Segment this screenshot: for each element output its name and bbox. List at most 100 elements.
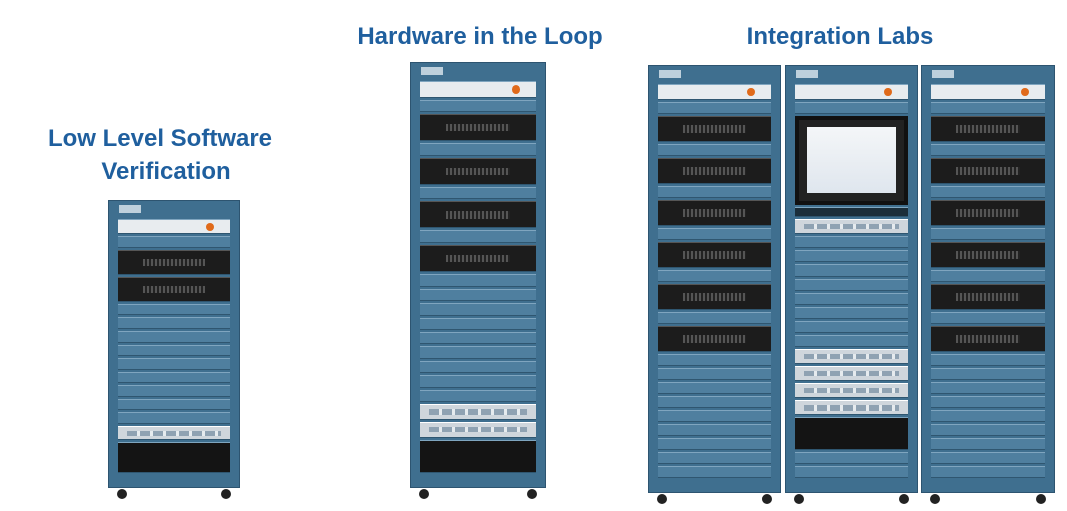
rack-unit (931, 228, 1045, 240)
rack-unit (420, 230, 536, 243)
rack-unit (795, 236, 908, 249)
rack-unit (931, 158, 1045, 184)
rack-unit (420, 375, 536, 388)
rack-unit (931, 438, 1045, 450)
title-integration-labs: Integration Labs (746, 23, 934, 50)
caster-wheel-icon (899, 494, 909, 504)
title-hardware-in-the-loop: Hardware in the Loop (357, 23, 603, 50)
rack-unit (658, 270, 771, 282)
rack-unit (118, 317, 230, 329)
rack-integration-1 (648, 65, 781, 504)
rack-unit (658, 312, 771, 324)
rack-unit (420, 186, 536, 200)
rack-unit (658, 438, 771, 450)
rack-unit (931, 144, 1045, 156)
rack-unit (795, 250, 908, 263)
rack-unit (658, 396, 771, 408)
rack-unit (931, 396, 1045, 408)
rack-unit (931, 452, 1045, 464)
rack-integration-2 (785, 65, 918, 504)
rack-unit (931, 284, 1045, 310)
rack-unit (931, 368, 1045, 380)
rack-unit (420, 288, 536, 302)
rack-unit (795, 451, 908, 464)
caster-wheel-icon (117, 489, 127, 499)
rack-unit (658, 228, 771, 240)
rack-unit (931, 354, 1045, 366)
rack-unit (795, 102, 908, 115)
rack-unit (658, 354, 771, 366)
rack-unit (795, 278, 908, 291)
rack-unit (795, 207, 908, 218)
caster-wheel-icon (794, 494, 804, 504)
rack-unit (931, 84, 1045, 100)
rack-unit (658, 382, 771, 394)
rack-unit (420, 99, 536, 113)
rack-unit (420, 421, 536, 438)
rack-unit (118, 385, 230, 397)
caster-wheel-icon (419, 489, 429, 499)
rack-bay (931, 84, 1045, 478)
rack-unit (795, 320, 908, 333)
ups-unit (118, 442, 230, 474)
rack-unit (795, 348, 908, 365)
rack-unit (118, 219, 230, 235)
brand-logo (421, 67, 443, 75)
rack-unit (795, 292, 908, 305)
rack-unit (795, 465, 908, 478)
rack-unit (420, 303, 536, 316)
rack-unit (658, 102, 771, 114)
ups-unit (795, 417, 908, 450)
rack-unit (420, 81, 536, 98)
rack-unit (795, 334, 908, 347)
rack-unit (658, 158, 771, 184)
brand-logo (119, 205, 141, 213)
rack-unit (658, 284, 771, 310)
rack-unit (118, 249, 230, 275)
rack-unit (420, 114, 536, 142)
rack-unit (931, 466, 1045, 478)
rack-unit (118, 425, 230, 441)
rack-unit (658, 368, 771, 380)
rack-unit (795, 400, 908, 416)
rack-unit (420, 157, 536, 185)
rack-unit (931, 116, 1045, 142)
rack-unit (118, 344, 230, 357)
rack-unit (931, 186, 1045, 198)
rack-low-level (108, 200, 240, 499)
rack-unit (795, 264, 908, 277)
rack-unit (931, 200, 1045, 226)
rack-unit (118, 412, 230, 424)
caster-wheel-icon (930, 494, 940, 504)
rack-unit (118, 371, 230, 384)
caster-wheel-icon (762, 494, 772, 504)
rack-unit (658, 242, 771, 268)
rack-unit (420, 346, 536, 359)
rack-unit (118, 236, 230, 248)
rack-unit (795, 366, 908, 382)
rack-unit (420, 404, 536, 420)
rack-unit (658, 466, 771, 478)
rack-unit (420, 331, 536, 345)
rack-unit (931, 242, 1045, 268)
caster-wheel-icon (1036, 494, 1046, 504)
rack-unit (420, 244, 536, 273)
rack-unit (931, 382, 1045, 394)
rack-unit (420, 274, 536, 287)
rack-unit (795, 219, 908, 235)
caster-wheel-icon (657, 494, 667, 504)
rack-unit (420, 360, 536, 374)
rack-hil (410, 62, 546, 499)
rack-unit (118, 398, 230, 411)
rack-integration-3 (921, 65, 1055, 504)
caster-wheel-icon (527, 489, 537, 499)
rack-unit (420, 389, 536, 403)
rack-bay (658, 84, 771, 478)
rack-unit (795, 306, 908, 319)
brand-logo (659, 70, 681, 78)
rack-unit (658, 84, 771, 100)
rack-unit (118, 358, 230, 370)
rack-unit (420, 317, 536, 330)
rack-unit (931, 326, 1045, 352)
rack-unit (658, 452, 771, 464)
